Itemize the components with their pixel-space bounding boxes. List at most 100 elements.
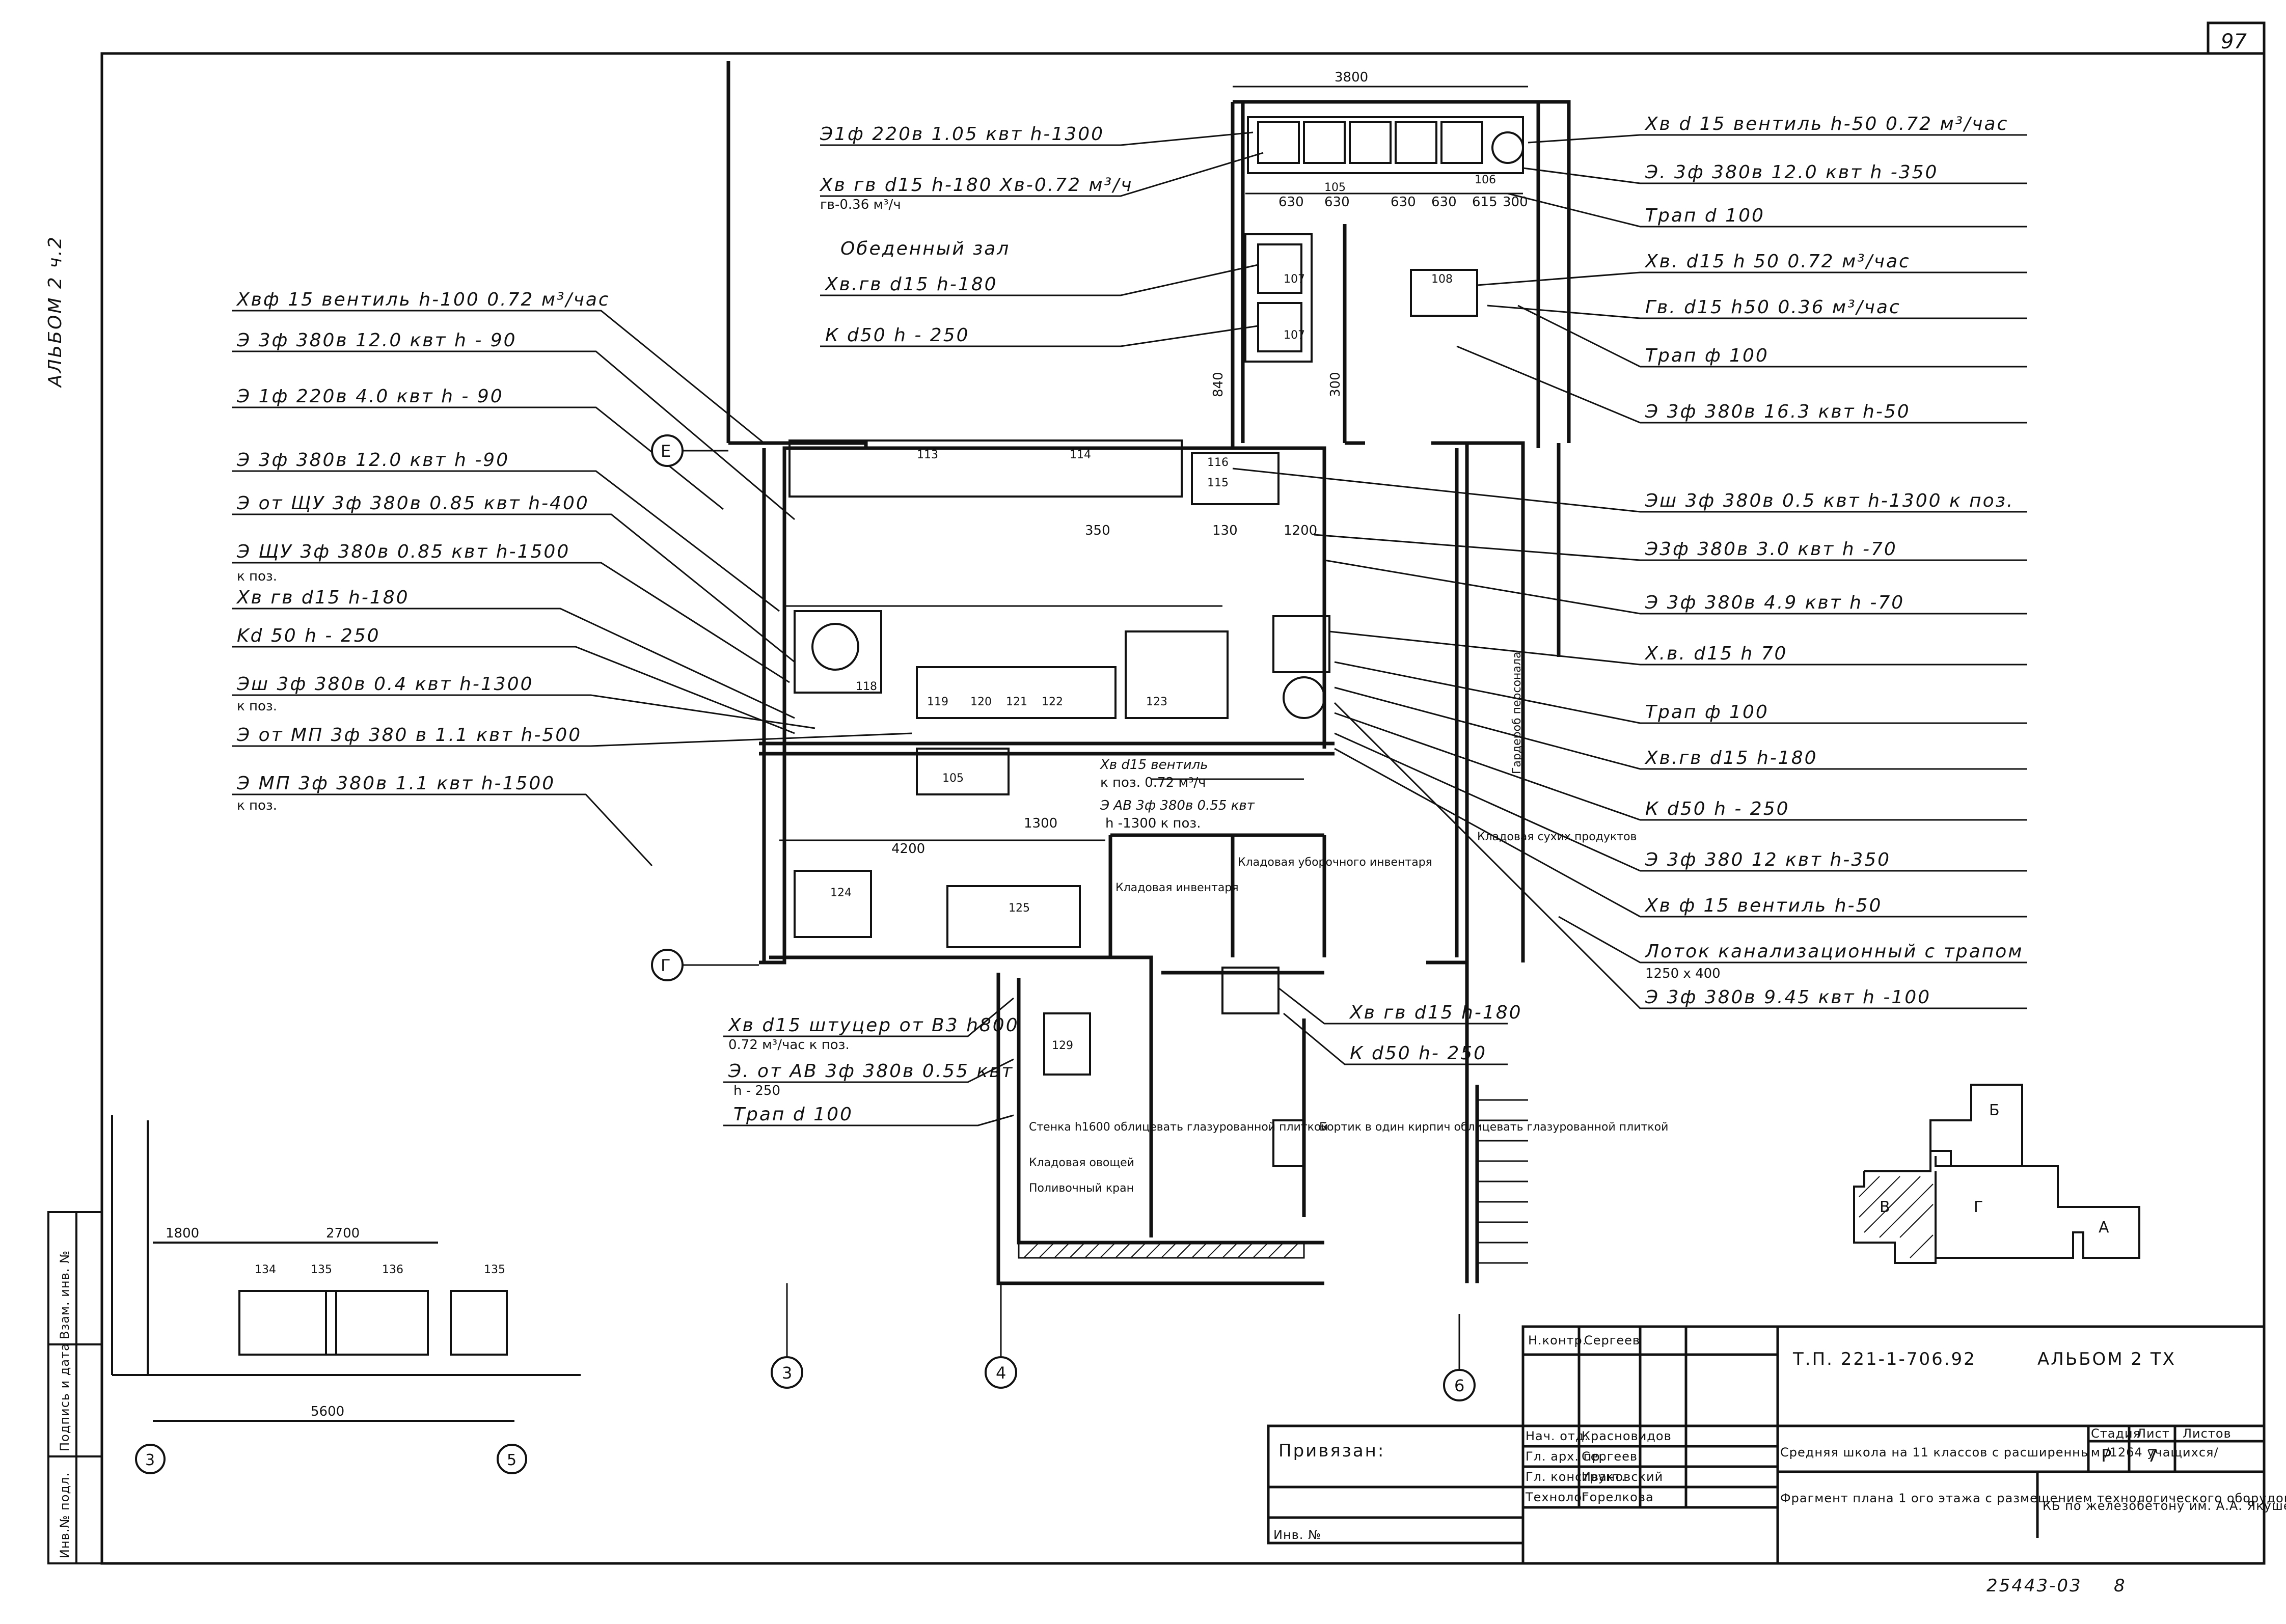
key-plan-A: А [2099,1219,2109,1236]
tb-role-2: Гл. арх. пр. [1526,1449,1604,1464]
dim-1200: 130 [1212,523,1238,538]
top-callout-4: Хв.гв d15 h-180 [824,274,998,295]
side-stamp-replace: Взам. инв. № [58,1250,72,1339]
tb-role-0: Н.контр. [1528,1333,1587,1347]
elevation-detail [111,1115,581,1422]
tb-sheet-title: Фрагмент плана 1 ого этажа с размещением… [1780,1491,2286,1505]
album-side-label: АЛЬБОМ 2 ч.2 [45,235,66,388]
title-block-frame [1267,1325,2266,1565]
right-callout-11: Х.в. d15 h 70 [1644,643,1787,664]
staircase [1477,1099,1528,1264]
right-callout-14: К d50 h - 250 [1645,799,1790,819]
axis-3-small: 3 [145,1451,155,1469]
eq-114: 114 [1070,449,1091,461]
right-callout-13: Хв.гв d15 h-180 [1644,748,1818,768]
tb-role-3: Гл. конструкт. [1526,1470,1626,1484]
building-walls [726,61,1571,1285]
room-staff-wardrobe: Гардероб персонала [1511,652,1523,774]
eq-129: 129 [1052,1039,1073,1052]
room-tap: Поливочный кран [1029,1182,1134,1195]
room-dry-products: Кладовая сухих продуктов [1477,831,1637,843]
tb-project-name: Средняя школа на 11 классов с расширенны… [1780,1445,2219,1460]
bottom-callout-2: Э. от АВ 3ф 380в 0.55 квт [728,1061,1014,1082]
key-plan [1853,1084,2140,1264]
side-stamp-sign: Подпись и дата [58,1343,72,1451]
tb-role-4: Технолог [1525,1490,1589,1504]
right-callout-4: Хв. d15 h 50 0.72 м³/час [1644,251,1911,272]
right-callout-8: Эш 3ф 380в 0.5 квт h-1300 к поз. [1645,490,2014,511]
right-callout-17: Лоток канализационный с трапом [1644,941,2023,962]
dim-1500a: 840 [1211,372,1226,397]
tb-name-2: Сергеев [1582,1449,1638,1464]
left-callout-5: Э от ЩУ 3ф 380в 0.85 квт h-400 [236,493,589,514]
bottom-callout-3: Трап d 100 [733,1104,853,1125]
axis-5-small: 5 [507,1451,516,1469]
dimension-lines [779,86,1528,841]
bottom-callout-1-sub: 0.72 м³/час к поз. [728,1037,850,1053]
tb-name-1: Красновидов [1582,1429,1672,1443]
left-callout-4: Э 3ф 380в 12.0 квт h -90 [236,450,509,471]
eq-118: 118 [856,680,877,693]
axis-6: 6 [1454,1376,1464,1395]
room-vegetables: Кладовая овощей [1029,1157,1134,1169]
tb-doc-number: 25443-03 [1986,1576,2082,1596]
eq-107b: 107 [1284,329,1305,342]
sheet-frame [100,21,2266,1565]
eq-105a: 105 [1324,181,1346,194]
left-callout-6-sub: к поз. [237,569,277,584]
top-callout-2-sub: гв-0.36 м³/ч [820,197,901,212]
dim-1570: 350 [1085,523,1110,538]
right-callout-18: Э 3ф 380в 9.45 квт h -100 [1645,987,1931,1008]
right-callout-leaders [1232,134,2027,1009]
left-callout-10: Э от МП 3ф 380 в 1.1 квт h-500 [236,725,582,746]
eq-116: 116 [1207,456,1229,469]
eq-125: 125 [1009,902,1030,915]
left-callout-11-sub: к поз. [237,798,277,813]
dim-1300: 1300 [1024,816,1057,831]
center-callout-2: Э АВ 3ф 380в 0.55 квт [1100,798,1255,813]
note-curb-tiles: Бортик в один кирпич облицевать глазуров… [1319,1121,1668,1134]
note-wall-tiles: Стенка h1600 облицевать глазурованной пл… [1029,1121,1328,1134]
tb-project-code: Т.П. 221-1-706.92 [1792,1349,1976,1369]
eq-106: 106 [1475,174,1496,186]
eq-120: 120 [970,696,992,708]
tb-org: КБ по железобетону им. А.А. Якушева [2043,1499,2286,1513]
top-callout-leaders [820,131,1264,347]
right-callout-3: Трап d 100 [1645,205,1765,226]
tb-stage-header: Стадия [2091,1426,2141,1441]
top-callout-1: Э1ф 220в 1.05 квт h-1300 [820,124,1104,145]
center-callout-1-sub: к поз. 0.72 м³/ч [1100,775,1206,790]
right-callout-10: Э 3ф 380в 4.9 квт h -70 [1645,592,1904,613]
left-callout-1: Хвф 15 вентиль h-100 0.72 м³/час [236,289,610,310]
eq-122: 122 [1042,696,1063,708]
left-callout-7: Хв гв d15 h-180 [236,587,410,608]
left-callout-9: Эш 3ф 380в 0.4 квт h-1300 [236,674,534,695]
bottom-callout-2-sub: h - 250 [733,1083,780,1098]
key-plan-B: Б [1989,1102,2000,1119]
tb-role-1: Нач. отд. [1526,1429,1589,1443]
right-callout-5: Гв. d15 h50 0.36 м³/час [1645,297,1901,318]
left-callout-8: Kd 50 h - 250 [237,625,380,646]
elev-eq-135a: 135 [311,1263,332,1276]
top-callout-5: К d50 h - 250 [825,325,970,346]
eq-108: 108 [1431,273,1453,286]
eq-119: 119 [927,696,948,708]
elev-eq-134: 134 [255,1263,276,1276]
axis-G: Г [661,956,671,975]
page-number: 97 [2221,30,2247,53]
eq-123: 123 [1146,696,1167,708]
key-plan-G: Г [1974,1198,1983,1216]
left-callout-3: Э 1ф 220в 4.0 квт h - 90 [236,386,504,407]
right-callout-18-pre: 1250 x 400 [1645,966,1721,981]
room-inventory: Кладовая инвентаря [1115,882,1239,894]
key-plan-V: В [1880,1198,1890,1216]
elev-eq-136: 136 [382,1263,403,1276]
tb-album: АЛЬБОМ 2 ТХ [2037,1349,2176,1369]
dining-hall-label: Обеденный зал [840,238,1010,259]
dim-4200: 4200 [891,841,925,857]
dim-615: 615 [1472,195,1498,210]
bottom-callout-4: Хв гв d15 h-180 [1349,1002,1522,1023]
dim-630-4: 630 [1431,195,1457,210]
elev-eq-135b: 135 [484,1263,505,1276]
